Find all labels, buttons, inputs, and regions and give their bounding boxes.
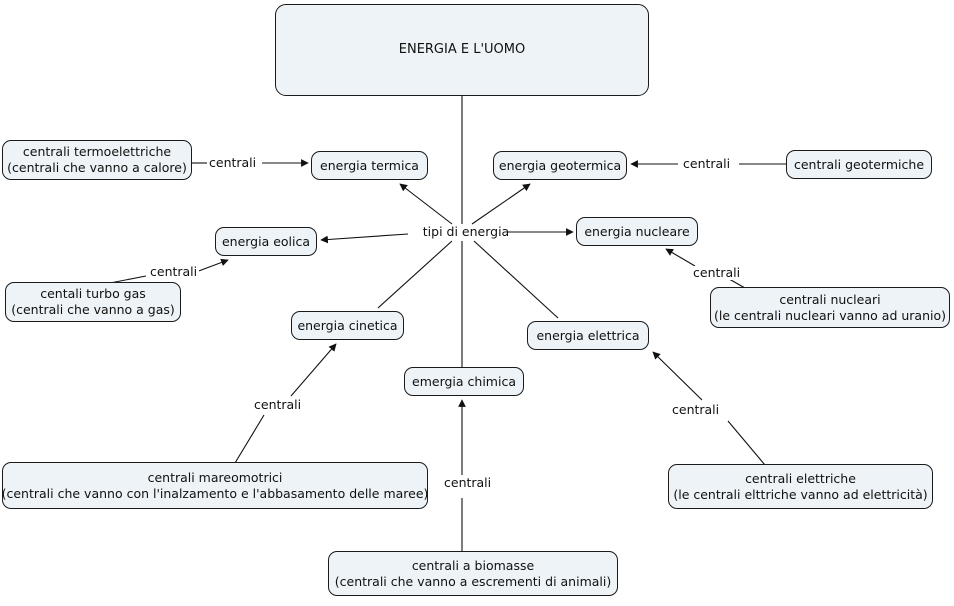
- node-centrali-a-biomasse-line1: centrali a biomasse: [411, 557, 535, 573]
- node-energia-elettrica[interactable]: energia elettrica: [527, 321, 649, 350]
- node-emergia-chimica-label: emergia chimica: [412, 373, 516, 389]
- node-energia-nucleare-label: energia nucleare: [584, 223, 690, 239]
- edge-label-turbogas: centrali: [148, 264, 200, 279]
- hub-tipi-di-energia[interactable]: tipi di energia: [408, 224, 524, 239]
- node-centrali-nucleari-line1: centrali nucleari: [779, 291, 881, 307]
- node-centrali-mareomotrici-line1: centrali mareomotrici: [147, 469, 283, 485]
- edge-label-nucleari-text: centrali: [693, 265, 741, 280]
- root-node-label: ENERGIA E L'UOMO: [398, 41, 526, 57]
- edge-nucleari-b: [665, 248, 696, 267]
- edge-label-nucleari: centrali: [691, 265, 743, 280]
- edge-label-geotermiche-text: centrali: [683, 156, 731, 171]
- node-centali-turbo-gas-line2: (centrali che vanno a gas): [11, 302, 175, 317]
- edge-label-mareomotrici-text: centrali: [254, 397, 302, 412]
- node-centrali-termoelettriche-line1: centrali termoelettriche: [22, 144, 172, 160]
- edge-mareomotrici-a: [234, 414, 265, 464]
- node-energia-geotermica-label: energia geotermica: [498, 157, 622, 173]
- edge-hub-to-cinetica: [377, 240, 453, 309]
- edge-label-biomasse: centrali: [442, 475, 494, 490]
- node-centrali-elettriche-line2: (le centrali elttriche vanno ad elettric…: [673, 486, 928, 502]
- edge-label-mareomotrici: centrali: [252, 397, 304, 412]
- node-centali-turbo-gas-line1: centali turbo gas: [40, 286, 146, 302]
- node-energia-termica[interactable]: energia termica: [311, 151, 428, 180]
- edge-label-geotermiche: centrali: [681, 156, 733, 171]
- edge-label-turbogas-text: centrali: [150, 264, 198, 279]
- edge-turbogas-b: [195, 258, 229, 273]
- edge-label-termoelettriche: centrali: [207, 155, 259, 170]
- node-centali-turbo-gas[interactable]: centali turbo gas (centrali che vanno a …: [5, 282, 181, 322]
- node-centrali-termoelettriche-line2: (centrali che vanno a calore): [7, 160, 187, 175]
- edge-label-elettriche: centrali: [670, 402, 722, 417]
- node-centrali-a-biomasse-line2: (centrali che vanno a escrementi di anim…: [334, 573, 612, 589]
- node-energia-eolica-label: energia eolica: [221, 233, 311, 249]
- node-centrali-geotermiche-line1: centrali geotermiche: [793, 156, 925, 172]
- node-centrali-mareomotrici-line2: (centrali che vanno con l'inalzamento e …: [1, 485, 429, 501]
- edge-label-elettriche-text: centrali: [672, 402, 720, 417]
- node-energia-termica-label: energia termica: [320, 157, 419, 173]
- edge-label-biomasse-text: centrali: [444, 475, 492, 490]
- node-centrali-nucleari-line2: (le centrali nucleari vanno ad uranio): [714, 307, 946, 323]
- node-energia-nucleare[interactable]: energia nucleare: [576, 217, 698, 246]
- node-energia-elettrica-label: energia elettrica: [536, 327, 640, 343]
- node-energia-cinetica-label: energia cinetica: [297, 317, 398, 333]
- edge-mareomotrici-b: [290, 343, 337, 397]
- root-node-energia-e-luomo[interactable]: ENERGIA E L'UOMO: [275, 4, 649, 96]
- hub-label: tipi di energia: [422, 224, 510, 239]
- node-centrali-nucleari[interactable]: centrali nucleari (le centrali nucleari …: [710, 287, 950, 328]
- node-energia-geotermica[interactable]: energia geotermica: [493, 151, 627, 180]
- node-centrali-mareomotrici[interactable]: centrali mareomotrici (centrali che vann…: [2, 462, 428, 509]
- edge-hub-to-geotermica: [471, 183, 531, 225]
- edge-label-termoelettriche-text: centrali: [209, 155, 257, 170]
- node-centrali-termoelettriche[interactable]: centrali termoelettriche (centrali che v…: [2, 140, 192, 180]
- node-centrali-geotermiche[interactable]: centrali geotermiche: [786, 150, 932, 179]
- node-centrali-elettriche-line1: centrali elettriche: [745, 470, 856, 486]
- edge-elettriche-a: [727, 420, 766, 466]
- node-centrali-elettriche[interactable]: centrali elettriche (le centrali elttric…: [668, 464, 933, 509]
- edge-hub-to-eolica: [320, 233, 409, 244]
- node-energia-cinetica[interactable]: energia cinetica: [291, 311, 404, 340]
- node-emergia-chimica[interactable]: emergia chimica: [404, 367, 524, 396]
- node-centrali-a-biomasse[interactable]: centrali a biomasse (centrali che vanno …: [328, 551, 618, 596]
- edge-elettriche-b: [652, 351, 703, 401]
- edge-hub-to-termica: [399, 183, 453, 225]
- node-energia-eolica[interactable]: energia eolica: [215, 227, 317, 256]
- edge-hub-to-elettrica: [473, 240, 559, 319]
